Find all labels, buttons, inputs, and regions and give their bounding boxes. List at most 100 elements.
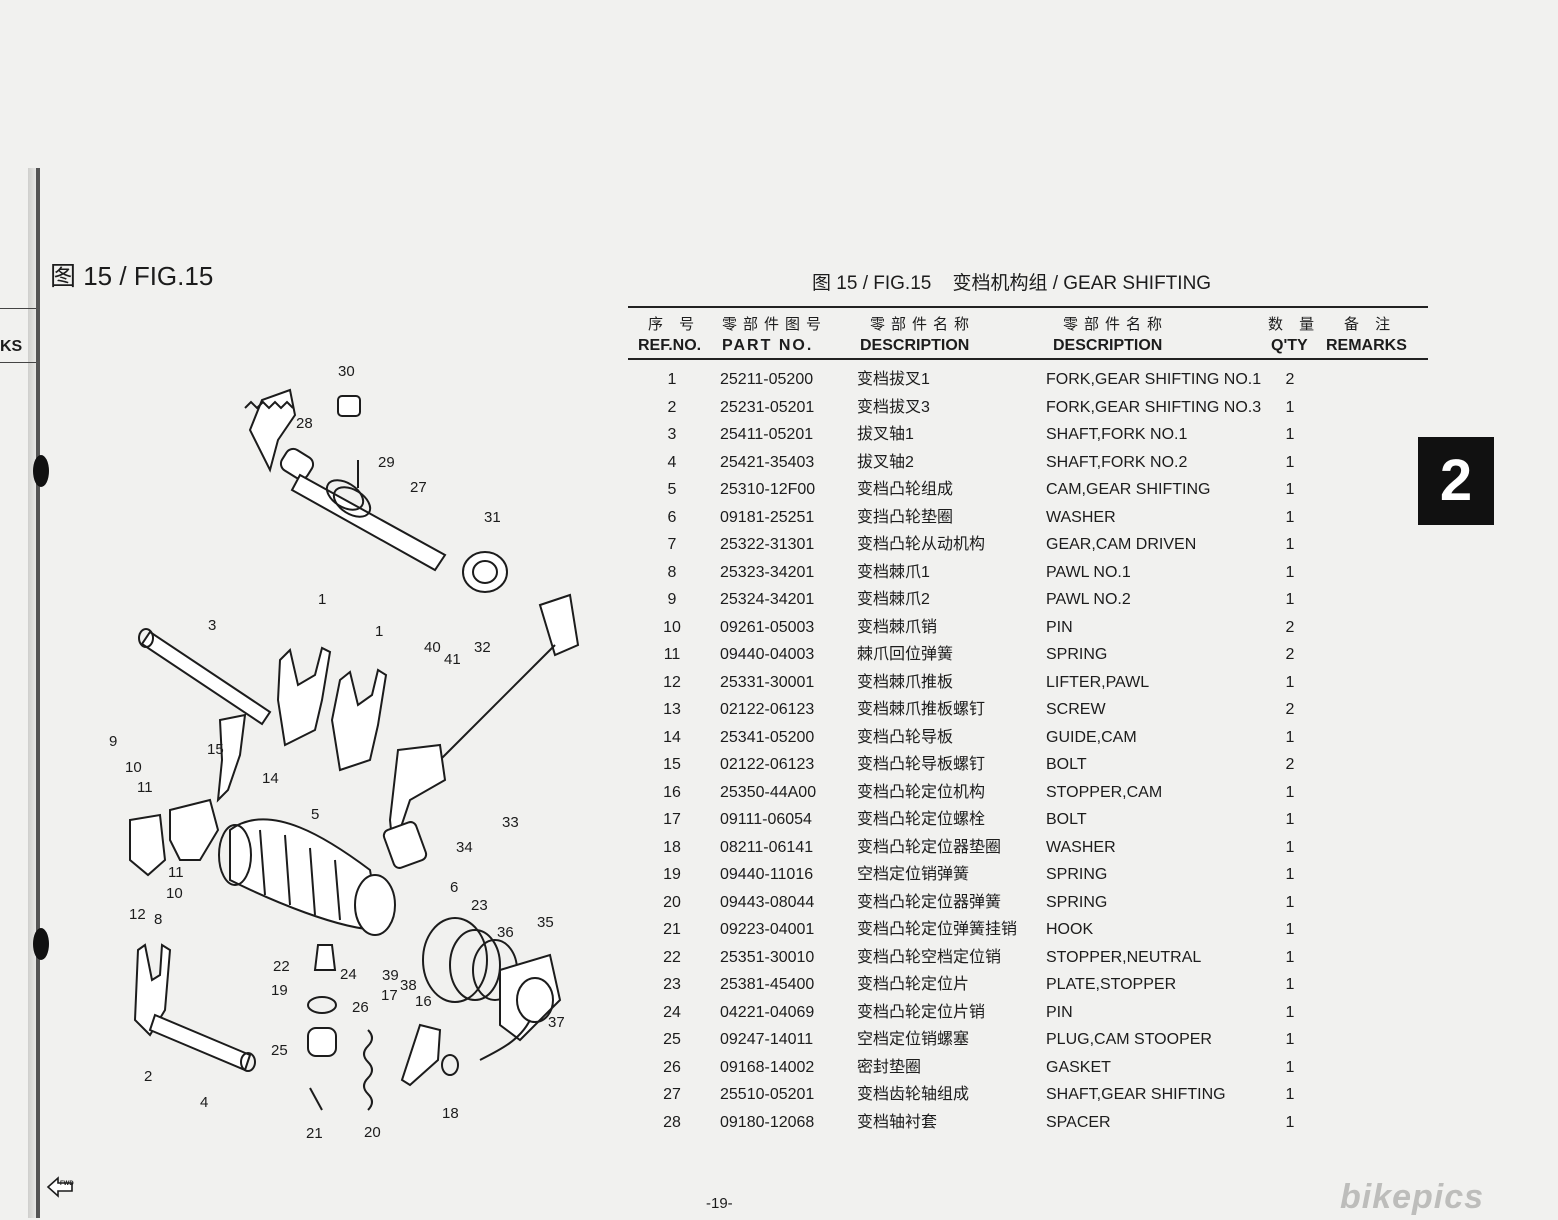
callout: 33	[502, 814, 519, 831]
callout: 29	[378, 454, 395, 471]
header-remarks: 备 注 REMARKS	[1326, 316, 1407, 354]
description-cn-cell: 变档凸轮导板螺钉	[857, 756, 986, 773]
qty-cell: 1	[1285, 1003, 1295, 1021]
table-title: 图 15 / FIG.15 变档机构组 / GEAR SHIFTING	[812, 273, 1212, 294]
callout: 39	[382, 967, 399, 984]
part-no-cell: 09247-14011	[720, 1031, 814, 1048]
qty-cell: 1	[1285, 866, 1295, 883]
callout: 1	[375, 623, 383, 640]
ref-no-cell: 7	[667, 536, 677, 553]
part-no-cell: 25331-30001	[720, 673, 815, 691]
callout: 22	[273, 958, 290, 975]
description-cn-cell: 拔叉轴1	[857, 426, 914, 443]
description-cn-cell: 空档定位销螺塞	[857, 1031, 970, 1048]
ref-no-cell: 10	[663, 618, 681, 636]
description-cn-cell: 变档凸轮从动机构	[857, 536, 986, 553]
ref-no-cell: 23	[663, 976, 681, 993]
ref-no-cell: 11	[663, 646, 681, 663]
description-cn-cell: 变档凸轮组成	[857, 481, 954, 498]
description-cn-cell: 变档凸轮定位器弹簧	[857, 893, 1002, 911]
qty-cell: 1	[1285, 508, 1295, 526]
callout: 30	[338, 363, 355, 380]
callout: 9	[109, 733, 117, 750]
callout: 40	[424, 639, 441, 656]
ref-no-cell: 28	[663, 1113, 681, 1131]
description-cn-cell: 变档棘爪推板螺钉	[857, 701, 986, 718]
description-en-cell: SPRING	[1046, 646, 1108, 663]
part-no-cell: 09440-11016	[720, 866, 814, 883]
qty-cell: 1	[1285, 398, 1295, 416]
description-cn-cell: 变档棘爪销	[857, 618, 938, 636]
description-en-cell: SPRING	[1046, 893, 1108, 911]
description-en-cell: GASKET	[1046, 1058, 1111, 1076]
callout: 19	[271, 982, 288, 999]
header-description-cn: 零部件名称 DESCRIPTION	[860, 316, 976, 354]
qty-cell: 1	[1285, 563, 1295, 581]
ref-no-cell: 22	[663, 948, 681, 966]
part-no-cell: 09261-05003	[720, 618, 815, 636]
description-cn-cell: 变档棘爪2	[857, 591, 930, 608]
header-qty: 数 量 Q'TY	[1268, 316, 1321, 354]
callout: 35	[537, 914, 554, 931]
ref-no-cell: 13	[663, 701, 681, 718]
callout: 10	[166, 885, 183, 902]
table-rule	[628, 306, 1428, 308]
qty-cell: 2	[1285, 646, 1295, 663]
description-cn-cell: 变档凸轮导板	[857, 728, 954, 746]
description-cn-cell: 变档棘爪1	[857, 563, 930, 581]
ref-no-cell: 12	[663, 673, 681, 691]
description-en-cell: PLUG,CAM STOOPER	[1046, 1031, 1212, 1048]
callout: 27	[410, 479, 427, 496]
part-no-cell: 25211-05200	[720, 371, 814, 388]
callout: 11	[137, 779, 153, 796]
part-no-cell: 25324-34201	[720, 591, 815, 608]
header-part-no: 零部件图号 PART NO.	[722, 316, 828, 354]
description-cn-cell: 密封垫圈	[857, 1058, 922, 1076]
description-cn-cell: 棘爪回位弹簧	[857, 646, 954, 663]
figure-label: 图 15 / FIG.15	[50, 261, 214, 291]
qty-cell: 2	[1285, 701, 1295, 718]
description-cn-cell: 变档拔叉3	[857, 398, 930, 416]
callout: 24	[340, 966, 357, 983]
callout: 2	[144, 1068, 152, 1085]
description-cn-cell: 拔叉轴2	[857, 453, 914, 471]
callout: 14	[262, 770, 279, 787]
callout: 28	[296, 415, 313, 432]
fwd-label: FWD	[60, 1181, 74, 1187]
qty-cell: 1	[1285, 1031, 1295, 1048]
binder-hole	[33, 455, 49, 487]
part-no-cell: 09181-25251	[720, 508, 815, 526]
left-strip-rule	[0, 308, 36, 309]
callout: 6	[450, 879, 458, 896]
page-number: -19-	[706, 1195, 733, 1212]
description-en-cell: SHAFT,FORK NO.1	[1046, 426, 1188, 443]
qty-cell: 1	[1285, 811, 1295, 828]
callout: 37	[548, 1014, 565, 1031]
qty-cell: 1	[1285, 921, 1295, 938]
qty-cell: 2	[1285, 756, 1295, 773]
part-no-cell: 25310-12F00	[720, 481, 816, 498]
ref-no-cell: 16	[663, 783, 681, 801]
forward-arrow-icon	[46, 1176, 73, 1198]
callout: 8	[154, 911, 162, 928]
ref-no-cell: 2	[667, 398, 677, 416]
description-cn-cell: 变档凸轮定位器垫圈	[857, 838, 1002, 856]
ref-no-cell: 19	[663, 866, 681, 883]
table-rule	[628, 358, 1428, 360]
part-no-cell: 25323-34201	[720, 563, 815, 581]
callout: 18	[442, 1105, 459, 1122]
